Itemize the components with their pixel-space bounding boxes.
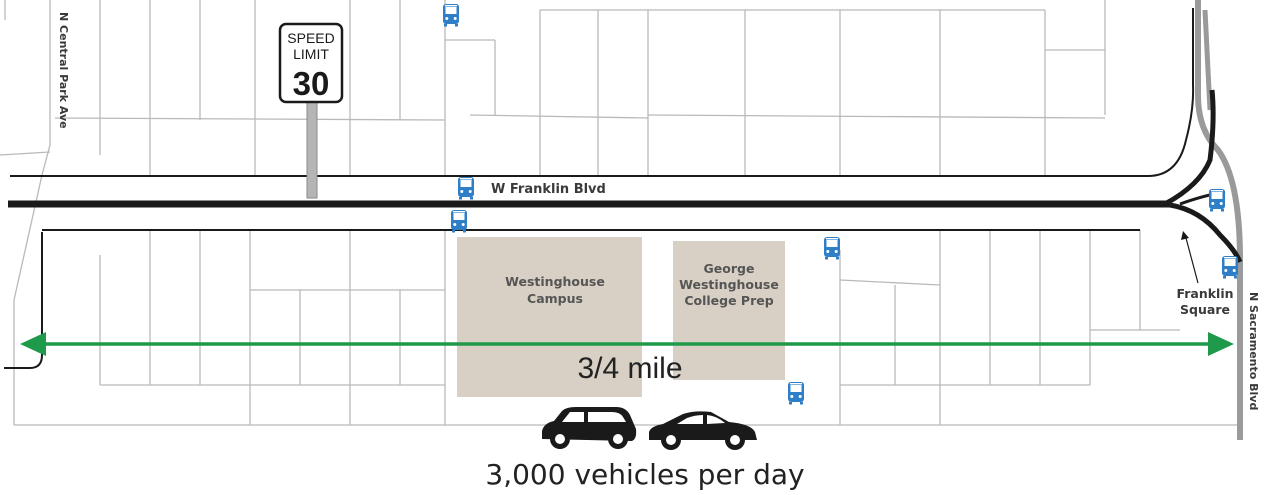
street-label-n-sacramento-blvd: N Sacramento Blvd [1247,292,1260,410]
westinghouse-campus [457,237,642,397]
arterial-roads [4,8,1243,369]
building-label-line: College Prep [684,293,773,308]
bus-stop-icon [458,177,474,200]
building-label-line: Westinghouse [505,274,605,289]
distance-label: 3/4 mile [577,352,682,385]
bus-stop-icon [1209,189,1225,212]
sign-line-limit: LIMIT [293,46,329,62]
bus-stop-icon [443,4,459,27]
george-westinghouse-college-prep [673,241,785,380]
franklin-square-callout: Franklin Square [1176,231,1234,317]
bus-stop-icon [1222,256,1238,279]
distance-measure-arrow [20,332,1234,356]
bus-stop-icon [451,210,467,233]
street-grid [0,0,1240,426]
arrow-icon [1185,237,1199,284]
bus-stop-icon [788,382,804,405]
landmark-label-line: Franklin [1176,286,1233,301]
car-icon [542,407,637,449]
street-label-w-franklin-blvd: W Franklin Blvd [491,182,606,197]
speed-limit-sign: SPEED LIMIT 30 [278,22,344,199]
n-sacramento-blvd [1195,0,1243,440]
building-label-line: Campus [527,291,583,306]
street-label-n-central-park-ave: N Central Park Ave [57,12,70,129]
building-label-line: George [704,261,755,276]
traffic-volume-label: 3,000 vehicles per day [485,458,804,491]
sedan-icon [649,411,757,450]
sign-limit-value: 30 [293,65,330,102]
building-label-line: Westinghouse [679,277,779,292]
bus-stop-icon [824,237,840,260]
sign-line-speed: SPEED [287,30,334,46]
landmark-label-line: Square [1180,302,1230,317]
